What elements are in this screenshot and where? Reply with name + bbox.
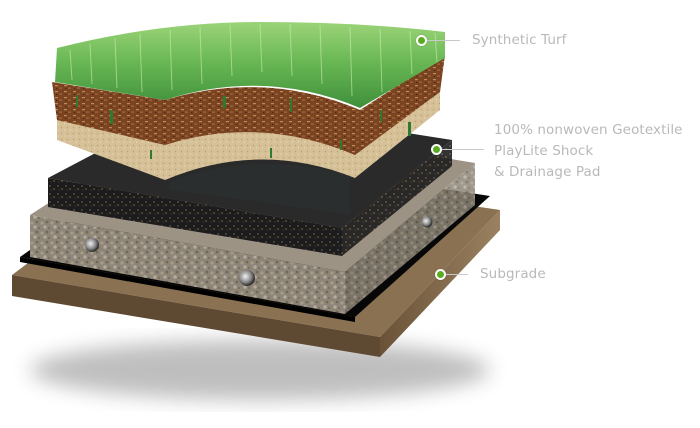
drop-shadow <box>30 340 490 400</box>
geotextile-layer <box>170 164 350 215</box>
fiber-fragments <box>76 95 411 159</box>
subgrade-marker-icon <box>435 269 446 280</box>
subgrade-leader-line <box>446 274 468 275</box>
geotextile-label-line2: PlayLite Shock <box>494 143 594 159</box>
geotextile-label-line1: 100% nonwoven Geotextile <box>494 122 683 138</box>
geotextile-leader-line <box>442 149 484 150</box>
geotextile-label-line3: & Drainage Pad <box>494 164 601 180</box>
turf-leader-line <box>427 40 460 41</box>
turf-grass-layer <box>55 22 445 108</box>
sand-layer <box>57 78 440 180</box>
drain-pipe-opening-icon <box>85 238 99 252</box>
subgrade-label: Subgrade <box>480 266 546 282</box>
infill-layer <box>52 55 445 159</box>
turf-label: Synthetic Turf <box>472 32 567 48</box>
drain-pipe-opening-icon <box>239 270 255 286</box>
turf-marker-icon <box>416 35 427 46</box>
geotextile-marker-icon <box>431 144 442 155</box>
drain-pipe-opening-icon <box>421 216 433 228</box>
